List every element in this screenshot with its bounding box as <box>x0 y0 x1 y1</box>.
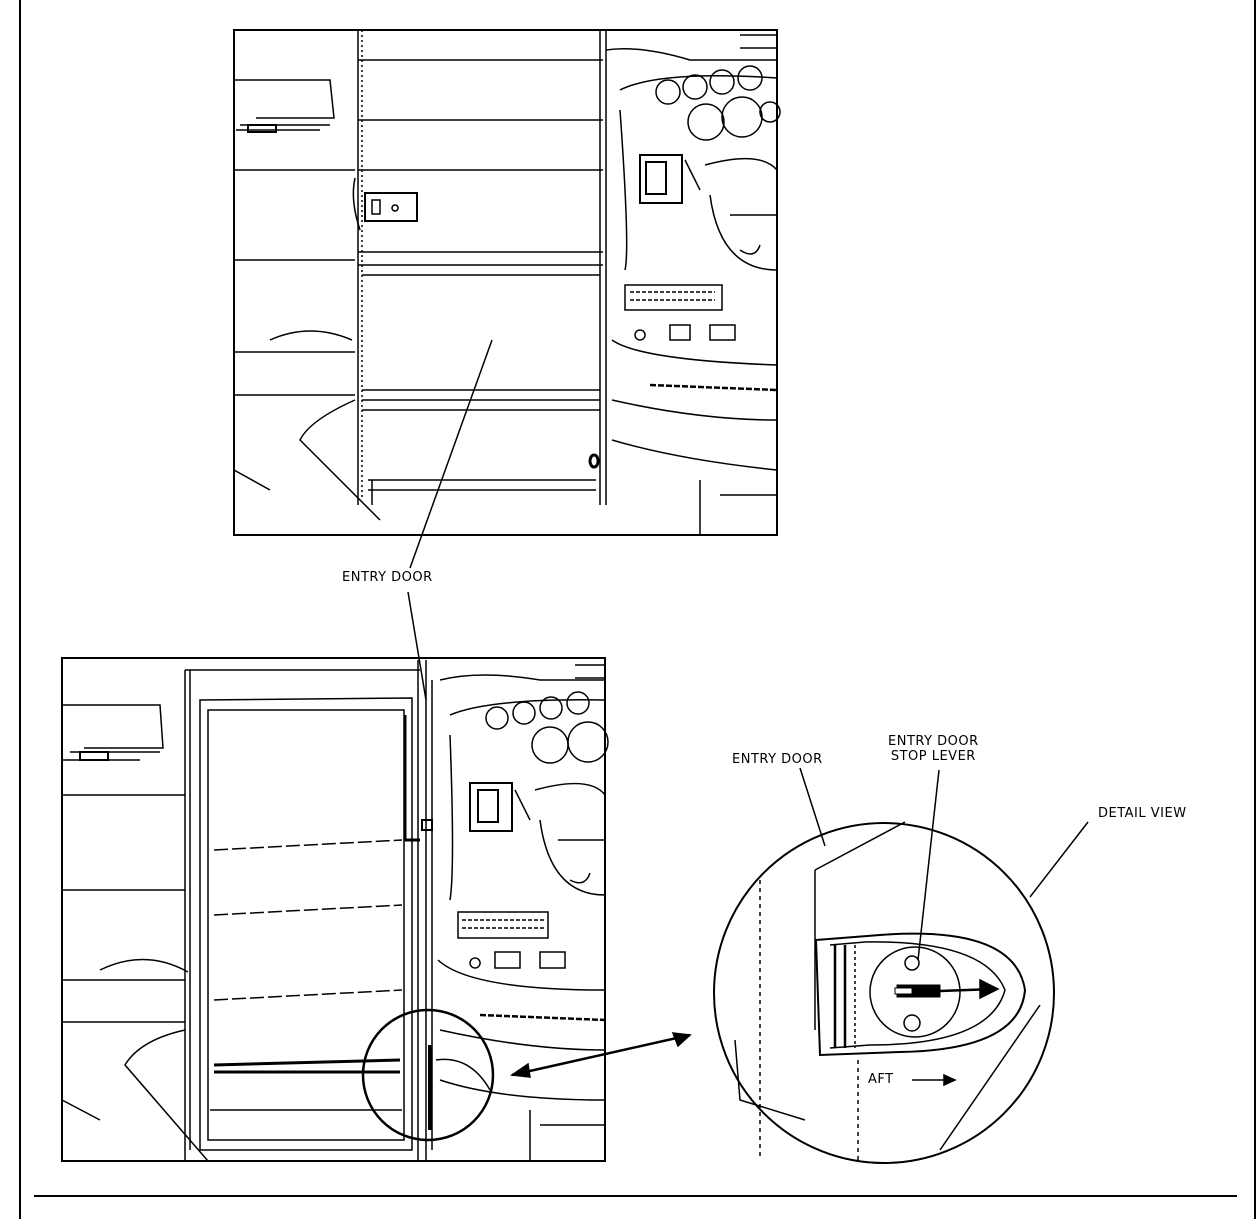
entry-door-top-leader <box>409 339 493 569</box>
detail-view-label: DETAIL VIEW <box>1098 806 1187 821</box>
entry-door-detail-label: ENTRY DOOR <box>732 752 823 767</box>
entry-door-stop-lever-label: ENTRY DOOR STOP LEVER <box>888 734 979 764</box>
aft-label: AFT <box>868 1072 894 1087</box>
magnify-circle <box>361 1008 495 1142</box>
top-cockpit-view <box>233 29 781 536</box>
stop-lever-label-line1: ENTRY DOOR <box>888 734 979 749</box>
detail-arrow <box>511 1033 691 1077</box>
entry-door-top-label: ENTRY DOOR <box>342 570 433 585</box>
entry-door-detail-leader <box>799 767 826 847</box>
stop-lever-label-line2: STOP LEVER <box>890 749 976 764</box>
entry-door-bottom-leader <box>407 591 427 701</box>
detail-view-circle <box>713 821 1055 1164</box>
detail-view-leader <box>1029 821 1089 898</box>
stop-lever-leader <box>917 769 940 961</box>
bottom-cockpit-view <box>61 657 609 1162</box>
